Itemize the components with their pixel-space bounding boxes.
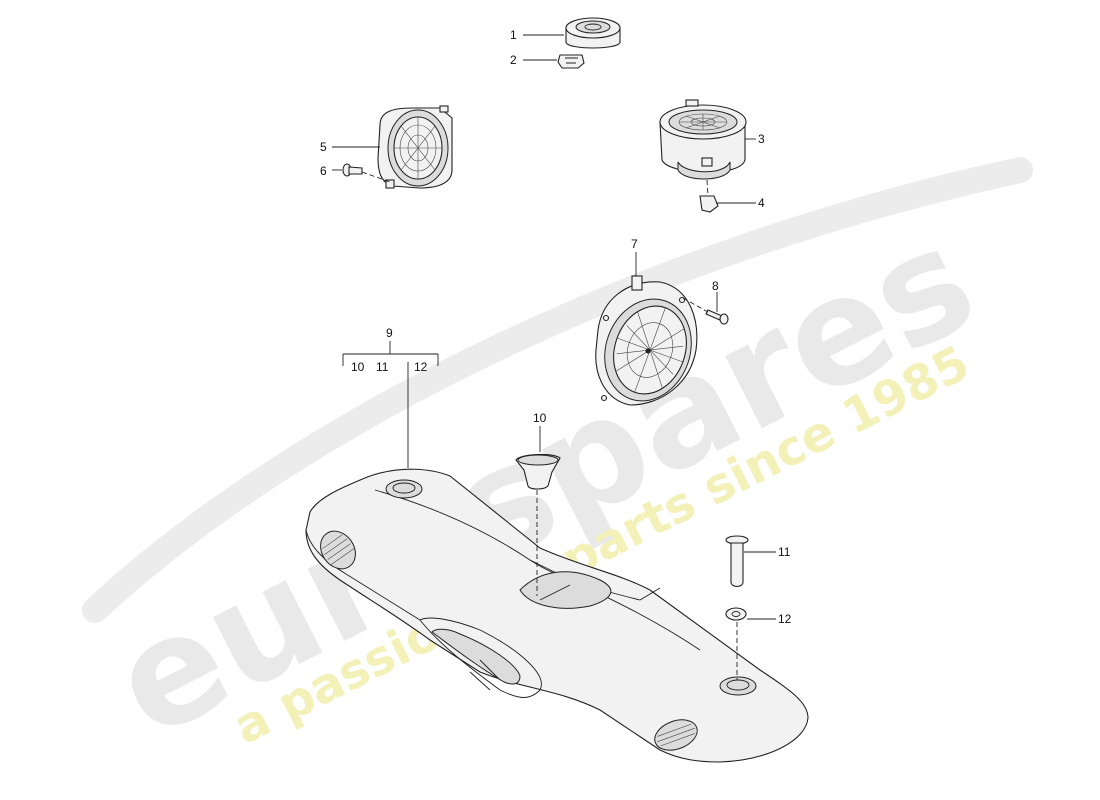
callout-12: 12 <box>778 612 792 626</box>
speaker-enclosure-icon <box>305 468 809 763</box>
woofer-speaker-icon <box>595 275 698 406</box>
callout-9-sub-10: 10 <box>351 360 365 374</box>
callout-8: 8 <box>712 279 719 293</box>
callout-4: 4 <box>758 196 765 210</box>
screw-icon <box>342 163 363 177</box>
callout-5: 5 <box>320 140 327 154</box>
pin-icon <box>725 535 749 588</box>
callout-7: 7 <box>631 237 638 251</box>
group-bracket <box>342 341 439 468</box>
side-speaker-icon <box>377 105 453 189</box>
nut-icon <box>699 195 719 213</box>
washer-icon <box>725 607 747 621</box>
callout-6: 6 <box>320 164 327 178</box>
callout-9: 9 <box>386 326 393 340</box>
mounting-clip-icon <box>557 54 585 69</box>
watermark-swoosh <box>82 157 1033 623</box>
callout-1: 1 <box>510 28 517 42</box>
callout-10: 10 <box>533 411 547 425</box>
callout-3: 3 <box>758 132 765 146</box>
screw-icon <box>705 309 729 325</box>
cover-cap-icon <box>515 453 561 490</box>
tweeter-speaker-icon <box>565 17 621 49</box>
callout-2: 2 <box>510 53 517 67</box>
callout-11: 11 <box>778 545 791 559</box>
callout-9-sub-12: 12 <box>414 360 428 374</box>
callout-9-sub-11: 11 <box>376 360 389 374</box>
midrange-speaker-icon <box>659 99 747 180</box>
